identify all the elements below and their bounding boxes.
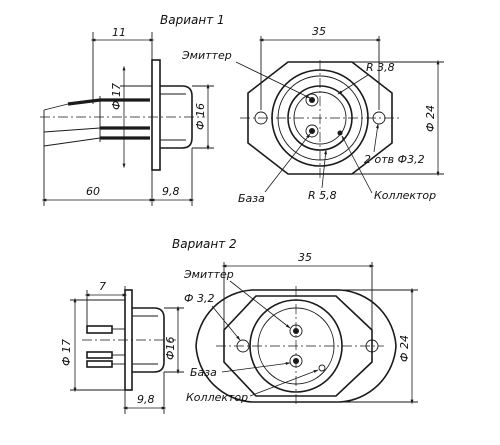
variant-1-dim-d16: Ф 16 — [194, 103, 207, 130]
variant-1-dim-9-8: 9,8 — [162, 185, 180, 198]
variant-1-label-base: База — [238, 192, 265, 205]
variant-2-top-view: 35 Ф 24 Эмиттер Ф 3,2 База Коллектор — [183, 251, 418, 406]
variant-1-pin-base — [309, 128, 315, 134]
variant-1-top-view: 35 Ф 24 Эмиттер R 3,8 2 отв Ф3,2 База R … — [181, 25, 444, 205]
variant-1-flange — [151, 59, 161, 171]
variant-2-label-emitter: Эмиттер — [183, 268, 234, 281]
variant-2-dim-d17: Ф 17 — [60, 339, 73, 366]
variant-1-dim-35: 35 — [312, 25, 326, 38]
variant-1-pin-emitter — [309, 97, 315, 103]
variant-2-lead-low — [86, 360, 113, 368]
variant-2-dim-7: 7 — [99, 280, 106, 293]
variant-1-lead-top — [67, 98, 150, 106]
variant-1: Вариант 1 11 Ф 17 — [40, 13, 444, 206]
variant-1-diamond-flange — [247, 61, 393, 175]
variant-1-pin-collector — [337, 130, 343, 136]
variant-1-dim-d17: Ф 17 — [110, 83, 123, 110]
variant-2-lead-top — [86, 325, 113, 334]
variant-2-dim-d16: Ф16 — [164, 337, 177, 360]
variant-2-label-base: База — [190, 366, 217, 379]
variant-2-lead-mid — [86, 351, 113, 359]
variant-1-dim-11: 11 — [112, 26, 126, 39]
variant-1-dim-60: 60 — [86, 185, 100, 198]
variant-1-side-view: 11 Ф 17 Ф 16 60 9,8 — [40, 26, 214, 206]
variant-1-dim-d24: Ф 24 — [424, 105, 437, 132]
variant-2-dim-35: 35 — [298, 251, 312, 264]
variant-2-pin-collector — [318, 364, 326, 372]
variant-1-label-r3-8: R 3,8 — [366, 61, 395, 74]
variant-2-diamond — [223, 295, 373, 397]
variant-1-label-collector: Коллектор — [374, 189, 436, 202]
variant-2-title: Вариант 2 — [172, 237, 237, 251]
variant-1-label-r5-8: R 5,8 — [308, 189, 337, 202]
variant-2: Вариант 2 7 Ф 17 — [60, 237, 418, 414]
variant-2-label-collector: Коллектор — [186, 391, 248, 404]
variant-1-label-emitter: Эмиттер — [181, 49, 232, 62]
variant-2-label-hole: Ф 3,2 — [184, 292, 214, 305]
variant-2-side-view: 7 Ф 17 Ф16 9,8 — [60, 280, 184, 414]
variant-1-title: Вариант 1 — [160, 13, 225, 27]
variant-1-label-holes: 2 отв Ф3,2 — [364, 153, 425, 166]
variant-2-dim-9-8: 9,8 — [137, 393, 155, 406]
variant-2-dim-d24: Ф 24 — [398, 335, 411, 362]
